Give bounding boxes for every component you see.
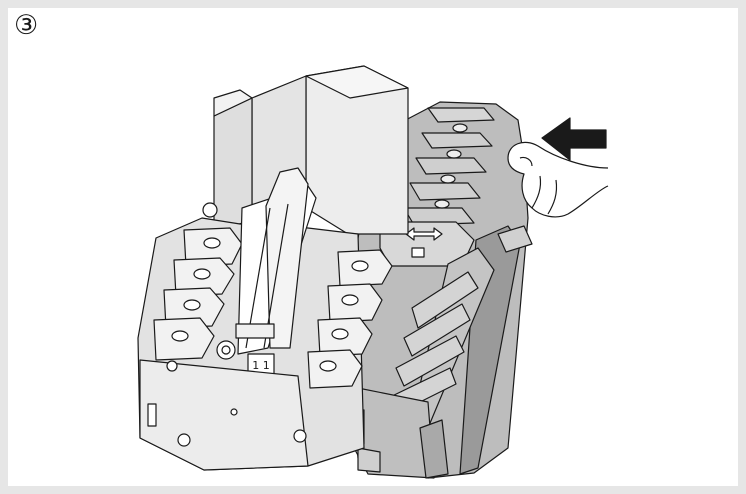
terminal-screw-icon	[183, 299, 201, 311]
terminal-screw-icon	[452, 123, 468, 133]
arrow-left-icon	[541, 117, 607, 161]
left-terminal-row	[153, 227, 243, 361]
main-breaker: 1 1	[137, 65, 409, 471]
step-number: ③	[14, 10, 39, 41]
terminal-screw-icon	[193, 268, 211, 280]
hand-icon	[507, 141, 609, 218]
rating-marking: 1 1	[252, 359, 270, 372]
terminal-screw-icon	[171, 330, 189, 342]
terminal-screw-icon	[434, 199, 450, 209]
double-arrow-icon	[405, 227, 443, 241]
instruction-panel: ③	[8, 8, 738, 486]
right-terminal-row	[307, 249, 393, 389]
breaker-assembly-illustration: 1 1	[137, 65, 609, 479]
operating-shaft	[235, 167, 317, 355]
terminal-screw-icon	[341, 294, 359, 306]
right-module	[347, 101, 533, 479]
terminal-screw-icon	[446, 149, 462, 159]
terminal-screw-icon	[319, 360, 337, 372]
terminal-screw-icon	[351, 260, 369, 272]
terminal-screw-icon	[203, 237, 221, 249]
terminal-screw-icon	[440, 174, 456, 184]
terminal-screw-icon	[331, 328, 349, 340]
